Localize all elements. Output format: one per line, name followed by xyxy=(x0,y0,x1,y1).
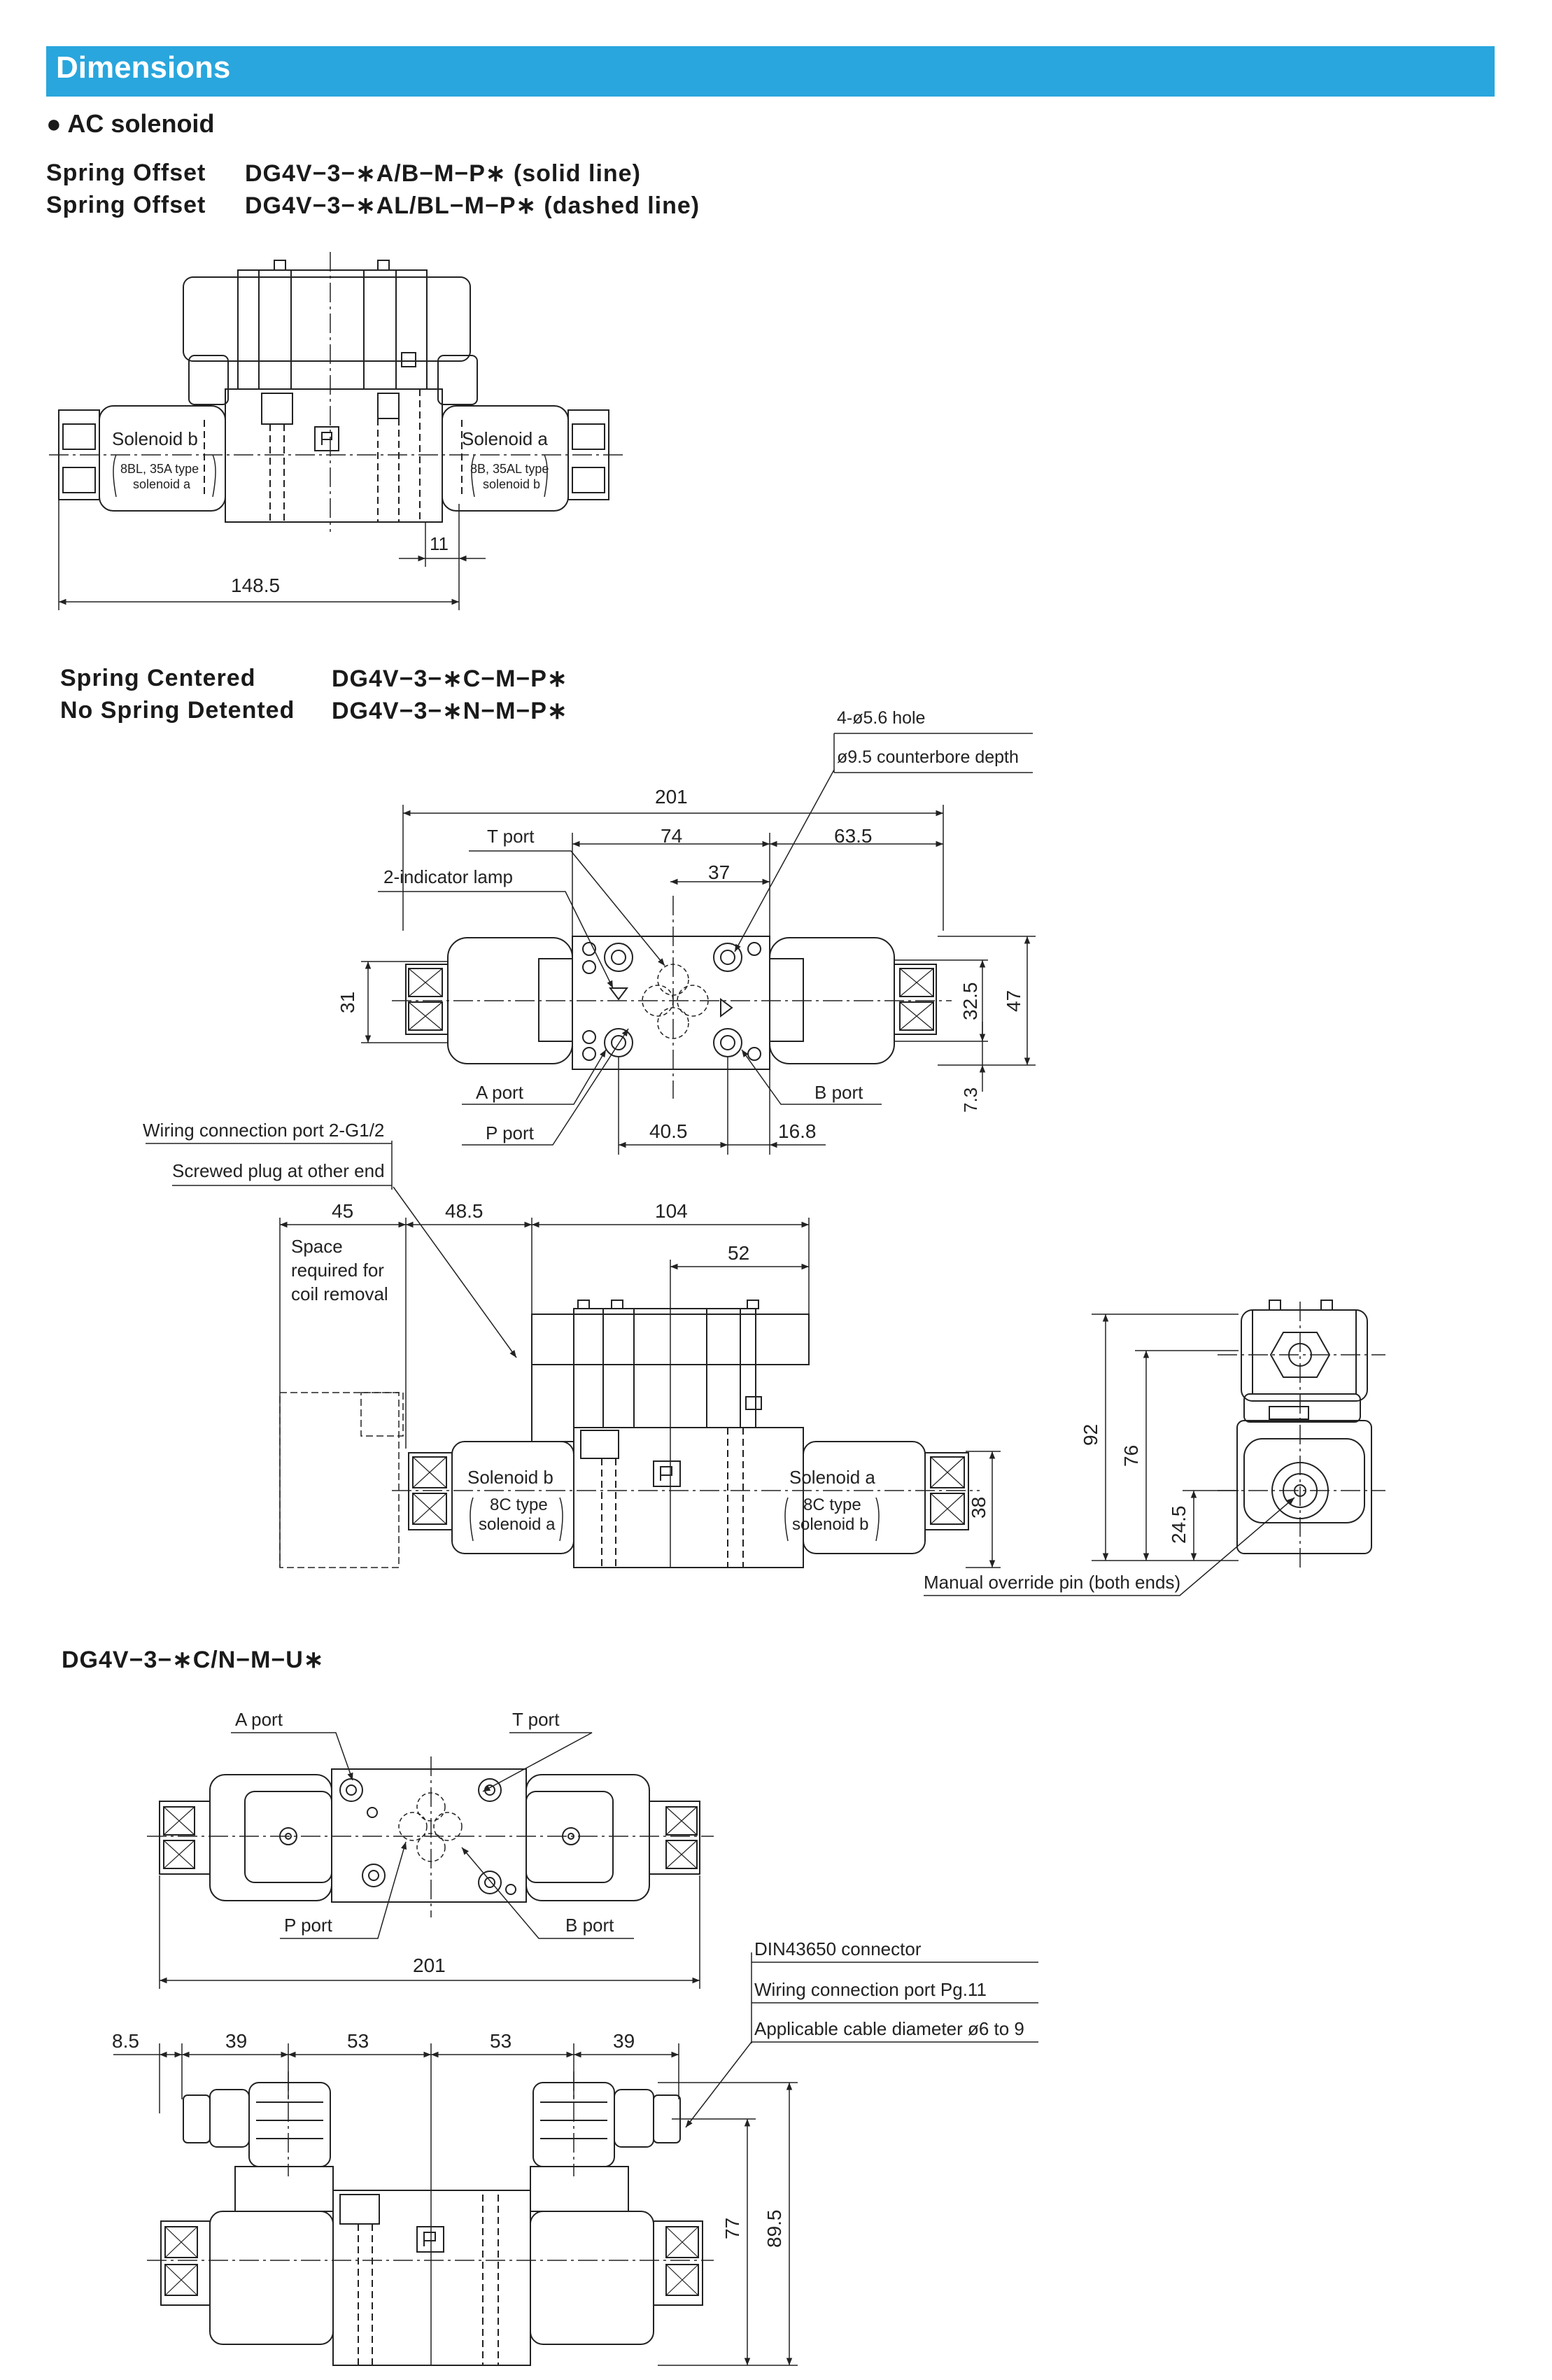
dim-37: 37 xyxy=(708,861,730,883)
dim-63-5: 63.5 xyxy=(834,825,873,847)
dim-52: 52 xyxy=(728,1242,749,1264)
front-solenoid-b: Solenoid b xyxy=(467,1467,553,1488)
p-port-label: P port xyxy=(486,1122,535,1143)
din-front-labels: DIN43650 connector Wiring connection por… xyxy=(112,1938,1024,2248)
din-dim-201: 201 xyxy=(413,1955,446,1976)
screwed-plug-label: Screwed plug at other end xyxy=(172,1160,385,1181)
spring-offset-name-1: Spring Offset xyxy=(46,160,206,186)
wiring-port-label: Wiring connection port 2-G1/2 xyxy=(143,1120,384,1141)
section-header: Dimensions xyxy=(46,46,1495,97)
din-model-title: DG4V−3−∗C/N−M−U∗ xyxy=(62,1647,325,1673)
no-spring-detented-model: DG4V−3−∗N−M−P∗ xyxy=(332,698,568,724)
dim-201-top: 201 xyxy=(655,786,688,808)
spring-offset-model-1: DG4V−3−∗A/B−M−P∗ (solid line) xyxy=(245,160,641,187)
solenoid-b-label: Solenoid b xyxy=(112,428,198,449)
dim-47: 47 xyxy=(1003,990,1024,1012)
bullet-icon: ● xyxy=(46,109,62,138)
din-front-view xyxy=(113,1952,1038,2366)
front-solenoid-a: Solenoid a xyxy=(789,1467,875,1488)
spring-offset-name-2: Spring Offset xyxy=(46,192,206,218)
din-t-port-label: T port xyxy=(512,1709,560,1730)
section-label-text: AC solenoid xyxy=(67,109,215,138)
page-title: Dimensions xyxy=(56,50,231,85)
dim-104: 104 xyxy=(655,1200,688,1222)
din-top-view xyxy=(147,1732,714,1989)
din-dim-89-5: 89.5 xyxy=(763,2210,785,2248)
dim-38: 38 xyxy=(968,1497,989,1519)
solenoid-a-note-1: 8B, 35AL type xyxy=(470,462,549,476)
din-dim-39-a: 39 xyxy=(225,2030,247,2052)
dim-48-5: 48.5 xyxy=(445,1200,484,1222)
din-wiring-label: Wiring connection port Pg.11 xyxy=(754,1979,987,2000)
space-line-3: coil removal xyxy=(291,1283,388,1304)
dim-11: 11 xyxy=(430,533,449,554)
front-solenoid-a-note-2: solenoid b xyxy=(792,1515,868,1534)
spring-centered-front-view xyxy=(146,1141,1001,1568)
front-solenoid-b-note-1: 8C type xyxy=(490,1495,548,1514)
solenoid-b-note-1: 8BL, 35A type xyxy=(120,462,199,476)
solenoid-a-note-2: solenoid b xyxy=(483,477,540,491)
side-view-labels: 92 76 24.5 Manual override pin (both end… xyxy=(924,1424,1190,1593)
dim-40-5: 40.5 xyxy=(649,1120,688,1142)
dim-148-5: 148.5 xyxy=(231,575,280,596)
din-connector-label: DIN43650 connector xyxy=(754,1938,922,1959)
spring-offset-labels: Solenoid b 8BL, 35A type solenoid a Sole… xyxy=(112,428,549,596)
din-top-labels: A port T port P port B port 201 xyxy=(235,1709,614,1976)
din-dim-39-b: 39 xyxy=(613,2030,635,2052)
dim-32-5: 32.5 xyxy=(959,983,981,1021)
din-dim-53-a: 53 xyxy=(347,2030,369,2052)
dim-45: 45 xyxy=(332,1200,353,1222)
dim-16-8: 16.8 xyxy=(778,1120,817,1142)
spring-offset-model-2: DG4V−3−∗AL/BL−M−P∗ (dashed line) xyxy=(245,192,700,219)
solenoid-b-note-2: solenoid a xyxy=(133,477,191,491)
indicator-lamp-label: 2-indicator lamp xyxy=(383,866,513,887)
spring-centered-top-labels: 4-ø5.6 hole ø9.5 counterbore depth 201 T… xyxy=(337,708,1024,1143)
no-spring-detented-name: No Spring Detented xyxy=(60,697,295,724)
dim-76: 76 xyxy=(1120,1445,1142,1467)
din-dim-8-5: 8.5 xyxy=(112,2030,139,2052)
dim-74: 74 xyxy=(661,825,682,847)
solenoid-a-label: Solenoid a xyxy=(462,428,548,449)
dim-7-3: 7.3 xyxy=(960,1087,981,1113)
spring-centered-top-view xyxy=(361,733,1036,1155)
t-port-label: T port xyxy=(487,826,535,847)
dim-31: 31 xyxy=(337,992,358,1013)
spring-offset-drawing xyxy=(49,252,623,610)
din-dim-77: 77 xyxy=(721,2218,743,2239)
a-port-label: A port xyxy=(476,1082,524,1103)
din-p-port-label: P port xyxy=(284,1915,333,1936)
dim-92: 92 xyxy=(1080,1424,1101,1446)
b-port-label: B port xyxy=(814,1082,863,1103)
din-dim-53-b: 53 xyxy=(490,2030,512,2052)
side-view-drawing xyxy=(924,1300,1385,1596)
din-a-port-label: A port xyxy=(235,1709,283,1730)
counterbore-label: ø9.5 counterbore depth xyxy=(837,747,1019,767)
front-solenoid-a-note-1: 8C type xyxy=(803,1495,861,1514)
spring-centered-name: Spring Centered xyxy=(60,665,256,691)
din-cable-label: Applicable cable diameter ø6 to 9 xyxy=(754,2018,1024,2039)
spring-centered-model: DG4V−3−∗C−M−P∗ xyxy=(332,666,568,692)
dim-24-5: 24.5 xyxy=(1168,1506,1190,1544)
din-b-port-label: B port xyxy=(565,1915,614,1936)
space-line-2: required for xyxy=(291,1260,384,1281)
front-solenoid-b-note-2: solenoid a xyxy=(479,1515,556,1534)
spring-centered-front-labels: Wiring connection port 2-G1/2 Screwed pl… xyxy=(143,1120,989,1534)
hole-label: 4-ø5.6 hole xyxy=(837,708,925,728)
section-label: ● AC solenoid xyxy=(46,109,214,139)
space-line-1: Space xyxy=(291,1236,343,1257)
manual-override-label: Manual override pin (both ends) xyxy=(924,1572,1180,1593)
